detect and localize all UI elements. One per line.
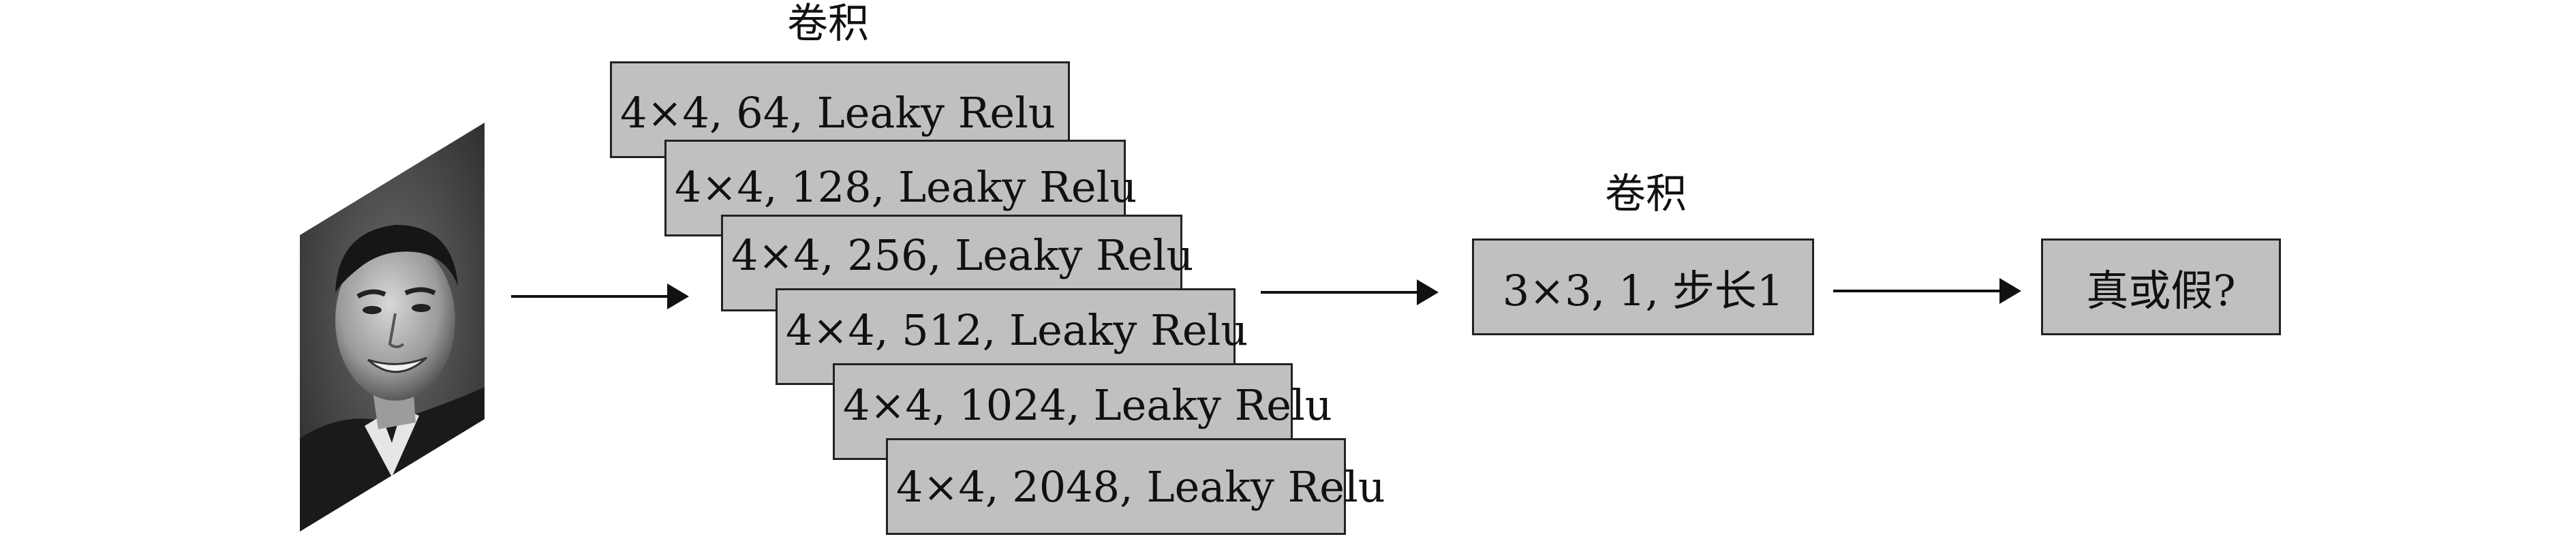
conv-layer-6-label: 4×4, 2048, Leaky Relu — [896, 461, 1385, 512]
final-conv-box: 3×3, 1, 步长1 — [1472, 238, 1814, 335]
arrow-conv-to-final — [1261, 279, 1439, 305]
conv-stack-label: 卷积 — [787, 0, 869, 48]
arrow-input-to-conv — [511, 283, 689, 309]
input-face-image — [300, 123, 485, 532]
conv-layer-2-label: 4×4, 128, Leaky Relu — [675, 162, 1137, 212]
arrow-final-to-output — [1833, 278, 2021, 304]
conv-layer-4-label: 4×4, 512, Leaky Relu — [786, 305, 1248, 355]
output-box: 真或假? — [2041, 238, 2281, 335]
conv-layer-3-label: 4×4, 256, Leaky Relu — [731, 230, 1194, 280]
final-conv-text: 3×3, 1, 步长1 — [1502, 266, 1784, 315]
conv-layer-1-label: 4×4, 64, Leaky Relu — [620, 88, 1056, 138]
final-conv-label: 卷积 — [1605, 170, 1687, 218]
output-text: 真或假? — [2086, 266, 2236, 315]
conv-layer-6: 4×4, 2048, Leaky Relu — [886, 438, 1385, 535]
conv-layer-5-label: 4×4, 1024, Leaky Relu — [843, 380, 1332, 430]
